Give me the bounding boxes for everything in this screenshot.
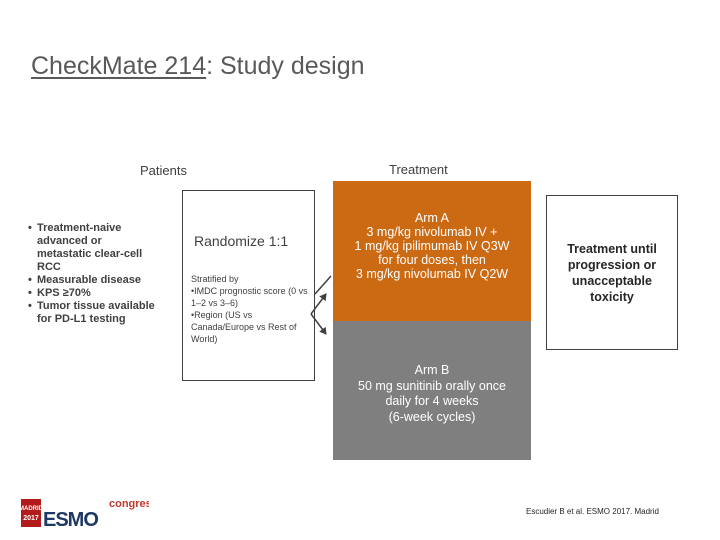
outcome-line: Treatment until <box>567 241 657 256</box>
arm-b-line: 50 mg sunitinib orally once <box>358 378 506 393</box>
outcome-line: progression or <box>567 257 657 272</box>
outcome-line: toxicity <box>590 289 634 304</box>
slide-title: CheckMate 214: Study design <box>31 52 365 81</box>
svg-text:congress: congress <box>109 498 149 510</box>
patient-criterion: KPS ≥70% <box>28 287 158 300</box>
slide-title-rest: : Study design <box>206 52 365 80</box>
arm-b-title: Arm B <box>414 363 450 377</box>
treatment-heading: Treatment <box>389 162 448 177</box>
stratification-item: •IMDC prognostic score (0 vs 1–2 vs 3–6) <box>191 286 308 308</box>
patient-criterion: Tumor tissue available for PD-L1 testing <box>28 300 158 326</box>
svg-text:MADRID: MADRID <box>21 506 44 512</box>
arm-a-line: 1 mg/kg ipilimumab IV Q3W <box>354 239 510 253</box>
stratification-item: •Region (US vs Canada/Europe vs Rest of … <box>191 310 297 344</box>
patient-criterion: Measurable disease <box>28 274 158 287</box>
patient-criteria-list: Treatment-naive advanced or metastatic c… <box>28 222 158 326</box>
svg-text:2017: 2017 <box>23 515 39 522</box>
slide-title-main: CheckMate 214 <box>31 52 207 80</box>
randomization-box: Randomize 1:1 Stratified by •IMDC progno… <box>182 190 315 381</box>
arm-b-box: Arm B 50 mg sunitinib orally once daily … <box>333 321 531 460</box>
arm-a-title: Arm A <box>414 211 450 225</box>
arrow-to-arm-b <box>310 313 327 335</box>
esmo-congress-logo: MADRID 2017 ESMO congress <box>21 498 149 528</box>
arm-b-line: daily for 4 weeks <box>385 394 479 408</box>
arm-a-line: 3 mg/kg nivolumab IV Q2W <box>355 267 509 281</box>
outcome-box: Treatment until progression or unaccepta… <box>546 195 678 350</box>
arrow-to-arm-a-split <box>310 293 327 315</box>
citation: Escudier B et al. ESMO 2017. Madrid <box>526 507 659 516</box>
arm-a-line: for four doses, then <box>378 253 486 267</box>
outcome-line: unacceptable <box>572 273 652 288</box>
stratification-block: Stratified by •IMDC prognostic score (0 … <box>191 273 311 345</box>
stratification-title: Stratified by <box>191 274 239 284</box>
arrow-to-arm-a <box>314 275 332 295</box>
patients-heading: Patients <box>140 163 187 178</box>
arm-a-line: 3 mg/kg nivolumab IV + <box>366 225 498 239</box>
arm-a-box: Arm A 3 mg/kg nivolumab IV + 1 mg/kg ipi… <box>333 181 531 321</box>
patient-criterion: Treatment-naive advanced or metastatic c… <box>28 222 158 274</box>
arm-b-line: (6-week cycles) <box>388 409 476 424</box>
randomization-label: Randomize 1:1 <box>194 233 289 249</box>
svg-text:ESMO: ESMO <box>43 509 98 528</box>
